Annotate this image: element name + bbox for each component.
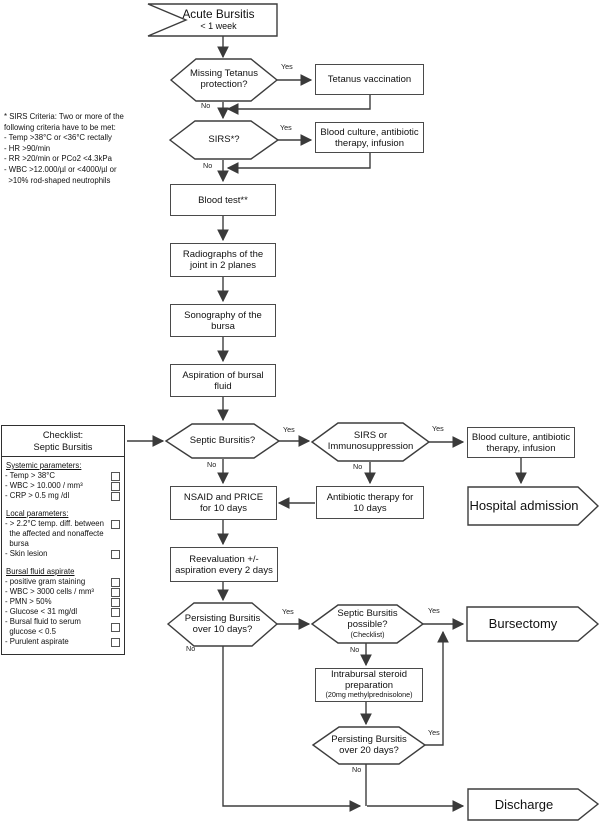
checklist-heading-local: Local parameters: <box>6 509 69 518</box>
checklist-body: Systemic parameters: - Temp > 38°C - WBC… <box>2 457 124 647</box>
process-tetanus-vaccination: Tetanus vaccination <box>315 64 424 95</box>
decision-septic-possible-shape <box>310 604 425 644</box>
edge-label-persist10-no: No <box>186 644 196 653</box>
decision-septic: Septic Bursitis? <box>189 434 256 446</box>
edge-label-tetanus-yes: Yes <box>281 62 293 71</box>
checklist-heading-systemic: Systemic parameters: <box>6 461 82 470</box>
process-intrabursal-steroid-sub: (20mg methylprednisolone) <box>325 690 413 700</box>
process-sonography: Sonography of the bursa <box>170 304 276 337</box>
terminal-discharge-shape <box>467 788 600 821</box>
checklist-item: - WBC > 3000 cells / mm³ <box>5 587 121 597</box>
decision-septic-possible-sub: (Checklist) <box>350 629 385 639</box>
checkbox <box>111 608 120 617</box>
process-reevaluation: Reevaluation +/- aspiration every 2 days <box>170 547 278 582</box>
process-aspiration: Aspiration of bursal fluid <box>170 364 276 397</box>
edge-label-persist10-yes: Yes <box>282 607 294 616</box>
checklist-title: Checklist: Septic Bursitis <box>2 426 124 457</box>
edge-label-septic-possible-yes: Yes <box>428 606 440 615</box>
process-antibiotic-therapy: Antibiotic therapy for 10 days <box>316 486 424 519</box>
edge-label-sirs-immuno-no: No <box>353 462 363 471</box>
edge-label-septic-possible-no: No <box>350 645 360 654</box>
decision-persist10-shape <box>166 602 279 647</box>
checkbox <box>111 482 120 491</box>
edge-label-septic-yes: Yes <box>283 425 295 434</box>
decision-sirs: SIRS*? <box>208 133 240 145</box>
decision-persist10: Persisting Bursitis over 10 days? <box>184 612 261 635</box>
decision-septic-possible-label: Septic Bursitis possible? <box>337 607 398 630</box>
terminal-hospital-shape <box>467 486 600 526</box>
decision-sirs-immuno-shape <box>310 422 431 462</box>
decision-tetanus-shape <box>169 58 279 102</box>
process-radiographs: Radiographs of the joint in 2 planes <box>170 243 276 277</box>
decision-persist20-shape <box>311 726 427 765</box>
terminal-discharge: Discharge <box>494 796 554 812</box>
checkbox <box>111 638 120 647</box>
checkbox <box>111 598 120 607</box>
decision-sirs-shape <box>168 120 280 160</box>
connector <box>226 95 371 115</box>
edge-label-sirs-immuno-yes: Yes <box>432 424 444 433</box>
checkbox <box>111 623 120 632</box>
checklist-item: - positive gram staining <box>5 577 121 587</box>
terminal-hospital-admission: Hospital admission <box>469 498 579 513</box>
decision-septic-shape <box>164 423 281 459</box>
edge-label-persist20-no: No <box>352 765 362 774</box>
checklist-item: - Glucose < 31 mg/dl <box>5 607 121 617</box>
checklist-heading-bursal-fluid: Bursal fluid aspirate <box>6 567 75 576</box>
checklist-item: - Skin lesion <box>5 549 121 559</box>
start-banner: Acute Bursitis < 1 week <box>160 5 277 35</box>
process-blood-test: Blood test** <box>170 184 276 216</box>
start-subtitle: < 1 week <box>200 21 237 31</box>
checklist-item: - Temp > 38°C <box>5 471 121 481</box>
checklist-item: - > 2.2°C temp. diff. between the affect… <box>5 519 121 549</box>
terminal-bursectomy-shape <box>466 606 600 642</box>
checkbox <box>111 472 120 481</box>
decision-persist20: Persisting Bursitis over 20 days? <box>331 733 407 756</box>
checklist-item: - WBC > 10.000 / mm³ <box>5 481 121 491</box>
decision-tetanus: Missing Tetanus protection? <box>190 68 258 90</box>
start-banner-shape <box>147 3 278 37</box>
checklist-item: - CRP > 0.5 mg /dl <box>5 491 121 501</box>
process-nsaid-price: NSAID and PRICE for 10 days <box>170 486 277 520</box>
sirs-criteria-note: * SIRS Criteria: Two or more of the foll… <box>4 112 124 185</box>
decision-sirs-immuno: SIRS or Immunosuppression <box>327 430 414 452</box>
checklist-panel: Checklist: Septic Bursitis Systemic para… <box>1 425 125 655</box>
checkbox <box>111 550 120 559</box>
terminal-bursectomy: Bursectomy <box>488 616 558 631</box>
connector <box>222 646 362 812</box>
edge-label-sirs-yes: Yes <box>280 123 292 132</box>
checklist-item: - PMN > 50% <box>5 597 121 607</box>
connector <box>226 153 371 174</box>
edge-label-persist20-yes: Yes <box>428 728 440 737</box>
edge-label-sirs-no: No <box>203 161 213 170</box>
checklist-item: - Purulent aspirate <box>5 637 121 647</box>
checkbox <box>111 520 120 529</box>
decision-septic-possible: Septic Bursitis possible? (Checklist) <box>312 605 423 643</box>
connector <box>425 630 449 746</box>
process-blood-culture-2: Blood culture, antibiotic therapy, infus… <box>467 427 575 458</box>
edge-label-tetanus-no: No <box>201 101 211 110</box>
start-title: Acute Bursitis <box>182 7 255 21</box>
checklist-item: - Bursal fluid to serum glucose < 0.5 <box>5 617 121 637</box>
checkbox <box>111 578 120 587</box>
edge-label-septic-no: No <box>207 460 217 469</box>
process-intrabursal-steroid: Intrabursal steroid preparation (20mg me… <box>315 668 423 702</box>
process-intrabursal-steroid-label: Intrabursal steroid preparation <box>330 669 408 691</box>
checkbox <box>111 588 120 597</box>
checkbox <box>111 492 120 501</box>
process-blood-culture-1: Blood culture, antibiotic therapy, infus… <box>315 122 424 153</box>
